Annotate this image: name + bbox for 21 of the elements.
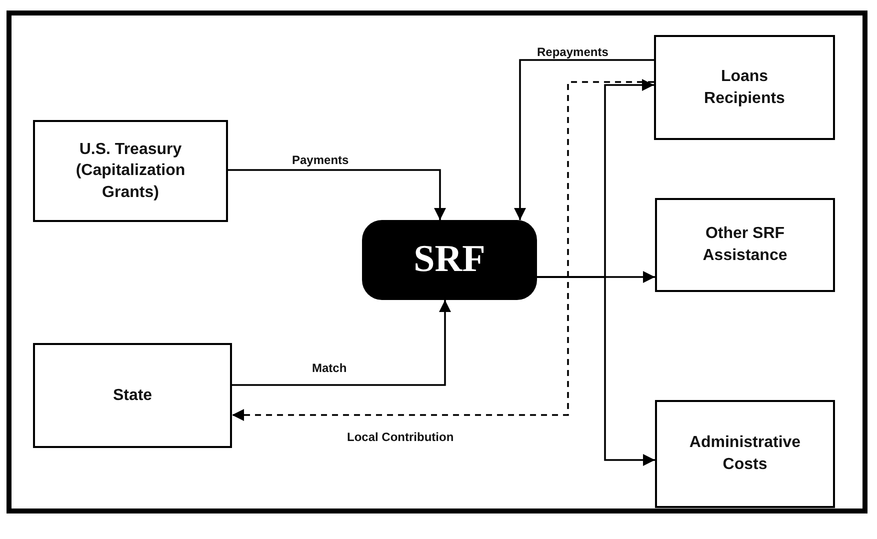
node-label: U.S. Treasury (Capitalization Grants) [74,140,186,203]
arrow [537,276,655,466]
edge-label: Match [310,361,349,375]
entity-box [33,343,232,448]
node-label: State [112,386,154,406]
node-label: SRF [412,237,486,282]
arrow [232,300,451,386]
arrow [514,59,654,220]
fund-box [362,220,537,300]
entity-box [654,35,835,140]
node-label: Loans Recipients [703,66,786,108]
node-label: Administrative Costs [688,433,802,475]
entity-box [655,400,835,508]
arrow [232,81,654,421]
arrow [228,169,446,220]
edge-label: Payments [290,153,351,167]
node-label: Other SRF Assistance [702,224,788,266]
entity-box [655,198,835,292]
edge-label: Repayments [535,45,610,59]
entity-box [33,120,228,222]
edge-label: Local Contribution [345,430,456,444]
